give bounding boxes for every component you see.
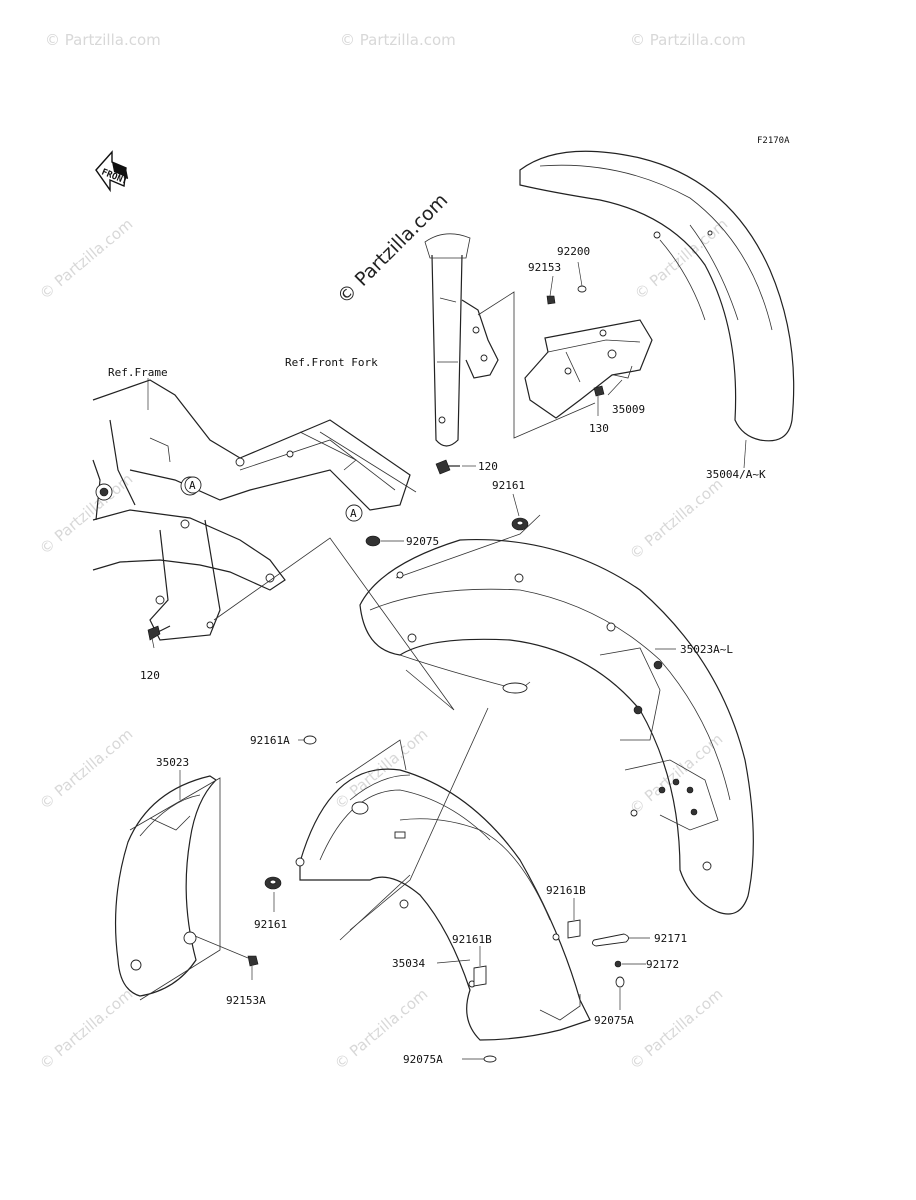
front-direction-arrow-icon: FRONT — [95, 150, 129, 193]
watermark-text: © Partzilla.com — [626, 730, 726, 818]
callout-92161-bottom: 92161 — [254, 918, 287, 931]
callout-92075a-right: 92075A — [594, 1014, 634, 1027]
bolt-120-bottom-icon — [147, 625, 171, 641]
ref-frame-label: Ref.Frame — [108, 366, 168, 379]
ref-front-fork-label: Ref.Front Fork — [285, 356, 378, 369]
pad-92161B-right-icon — [567, 919, 581, 939]
strip-92171-icon — [591, 933, 629, 947]
view-marker-a-frame: A — [184, 476, 202, 494]
watermark-layer: © Partzilla.com © Partzilla.com © Partzi… — [36, 31, 746, 1073]
bolt-120-top-icon — [435, 459, 460, 475]
front-fender-35023AL — [359, 538, 754, 915]
pad-92161B-left-icon — [473, 965, 487, 987]
view-marker-a-fender: A — [345, 504, 363, 522]
inner-fender-35034 — [295, 768, 591, 1041]
grommet-92161-bottom-icon — [264, 876, 282, 890]
watermark-text: © Partzilla.com — [36, 470, 136, 558]
callout-130: 130 — [589, 422, 609, 435]
callout-120-top: 120 — [478, 460, 498, 473]
bolt-92153-icon — [546, 295, 556, 305]
callout-92161-top: 92161 — [492, 479, 525, 492]
callout-120-bottom: 120 — [140, 669, 160, 682]
leader-lines — [151, 261, 747, 1060]
callout-35004-a-k: 35004/A~K — [706, 468, 766, 481]
nut-92075-icon — [365, 535, 381, 547]
front-fender-35004 — [519, 150, 795, 442]
watermark-text: © Partzilla.com — [36, 215, 136, 303]
nut-92075A-right-icon — [615, 976, 625, 988]
callout-92171: 92171 — [654, 932, 687, 945]
callout-35034: 35034 — [392, 957, 425, 970]
callout-92172: 92172 — [646, 958, 679, 971]
view-marker-label: A — [189, 479, 196, 492]
watermark-text: © Partzilla.com — [45, 31, 161, 49]
callout-35009: 35009 — [612, 403, 645, 416]
callout-92075a-bottom: 92075A — [403, 1053, 443, 1066]
callout-92153a: 92153A — [226, 994, 266, 1007]
callout-92161a: 92161A — [250, 734, 290, 747]
watermark-text: © Partzilla.com — [36, 985, 136, 1073]
callout-92153: 92153 — [528, 261, 561, 274]
callout-92075: 92075 — [406, 535, 439, 548]
grommet-92161-top-icon — [511, 517, 529, 531]
callout-35023: 35023 — [156, 756, 189, 769]
watermark-text: © Partzilla.com — [630, 31, 746, 49]
nut-92075A-bottom-icon — [483, 1055, 497, 1063]
watermark-text: © Partzilla.com — [340, 31, 456, 49]
watermark-text: © Partzilla.com — [36, 725, 136, 813]
callout-35023a-l: 35023A~L — [680, 643, 733, 656]
front-fork-tube — [424, 233, 499, 447]
callout-92161b-right: 92161B — [546, 884, 586, 897]
bolt-92153A-icon — [247, 955, 259, 967]
clip-92172-icon — [614, 960, 622, 968]
callout-92200: 92200 — [557, 245, 590, 258]
washer-92200-icon — [577, 285, 587, 293]
diagram-code: F2170A — [757, 136, 790, 146]
watermark-text: © Partzilla.com — [626, 985, 726, 1073]
callout-92161b-left: 92161B — [452, 933, 492, 946]
mud-guard-35023 — [114, 775, 221, 1001]
fender-bracket-35009 — [524, 319, 653, 419]
view-marker-label: A — [350, 507, 357, 520]
washer-92161A-icon — [303, 735, 317, 745]
watermark-text: © Partzilla.com — [626, 475, 726, 563]
bolt-130-icon — [593, 385, 605, 397]
watermark-text-prominent: © Partzilla.com — [333, 189, 452, 308]
